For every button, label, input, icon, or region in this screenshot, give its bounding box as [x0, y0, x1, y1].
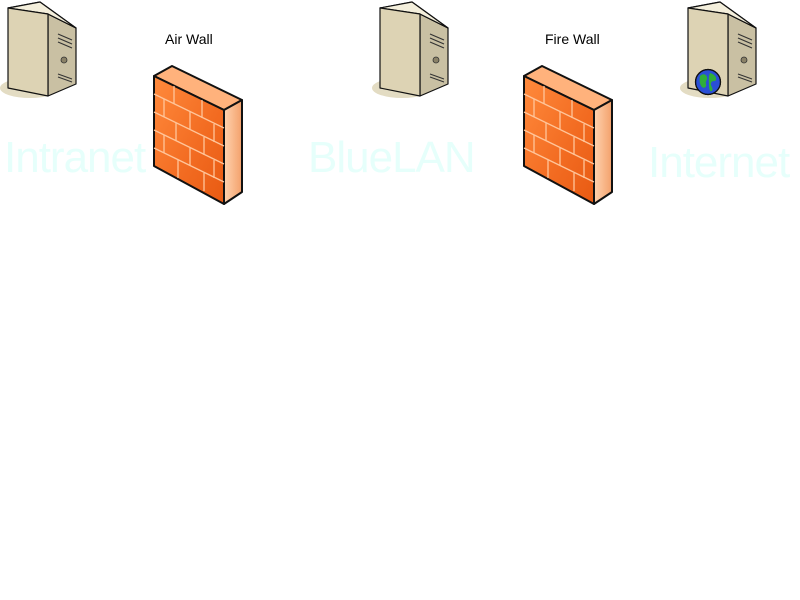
air-wall-label: Air Wall: [165, 31, 213, 47]
fire-wall-firewall-icon: [522, 64, 614, 208]
intranet-server-icon: [0, 0, 80, 100]
globe-icon: [694, 68, 722, 96]
bluelan-zone-label: BlueLAN: [308, 133, 476, 182]
internet-zone-label: Internet: [648, 138, 790, 187]
intranet-zone-label: Intranet: [4, 133, 146, 182]
bluelan-server-icon: [372, 0, 452, 100]
air-wall-firewall-icon: [152, 64, 244, 208]
fire-wall-label: Fire Wall: [545, 31, 600, 47]
